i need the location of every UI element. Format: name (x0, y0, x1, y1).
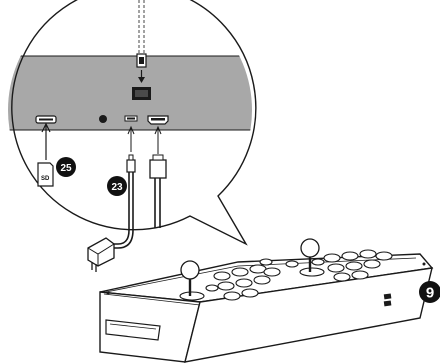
console-side-face (184, 267, 433, 363)
arcade-button (375, 251, 393, 261)
arcade-button (253, 275, 271, 285)
hdmi-cable (149, 125, 167, 228)
button-cluster-left (205, 258, 281, 301)
arcade-button (231, 267, 249, 277)
arcade-button (341, 251, 359, 261)
arcade-button (351, 270, 369, 280)
arcade-button (259, 258, 273, 266)
arcade-button (327, 263, 345, 273)
arcade-button (241, 288, 259, 298)
network-cable (136, 0, 147, 83)
arcade-button (213, 271, 231, 281)
arcade-button (223, 291, 241, 301)
audio-jack (99, 115, 107, 123)
arcade-button (235, 278, 253, 288)
network-port (132, 87, 151, 100)
side-ports (383, 293, 392, 307)
sd-card-label: SD (41, 176, 50, 182)
arcade-button (363, 259, 381, 269)
joystick-left (179, 260, 205, 301)
step-badge: 9 (419, 281, 440, 303)
front-slot (105, 319, 161, 341)
arcade-button (263, 267, 281, 277)
usb-plug (126, 159, 136, 173)
button-cluster-right (285, 249, 393, 282)
arcade-button (333, 272, 351, 282)
arcade-button (345, 261, 363, 271)
arcade-button (323, 253, 341, 263)
console-front-face (99, 291, 201, 363)
arcade-button (285, 260, 299, 268)
step-number: 9 (426, 285, 434, 302)
callout-badge-25: 25 (56, 157, 76, 177)
arcade-button (311, 258, 325, 266)
arcade-button (359, 249, 377, 259)
arcade-button (217, 281, 235, 291)
callout-bubble-outline (11, 0, 257, 246)
panel-ports (35, 115, 169, 125)
callout-number-23: 23 (111, 182, 123, 193)
arcade-button (205, 284, 219, 292)
callout-number-25: 25 (60, 163, 72, 174)
sd-card: SD (37, 122, 54, 187)
callout-badge-23: 23 (107, 176, 127, 196)
hdmi-plug (149, 159, 167, 179)
power-adapter (87, 237, 115, 272)
usb-cable (112, 125, 136, 249)
joystick-right (299, 238, 325, 277)
